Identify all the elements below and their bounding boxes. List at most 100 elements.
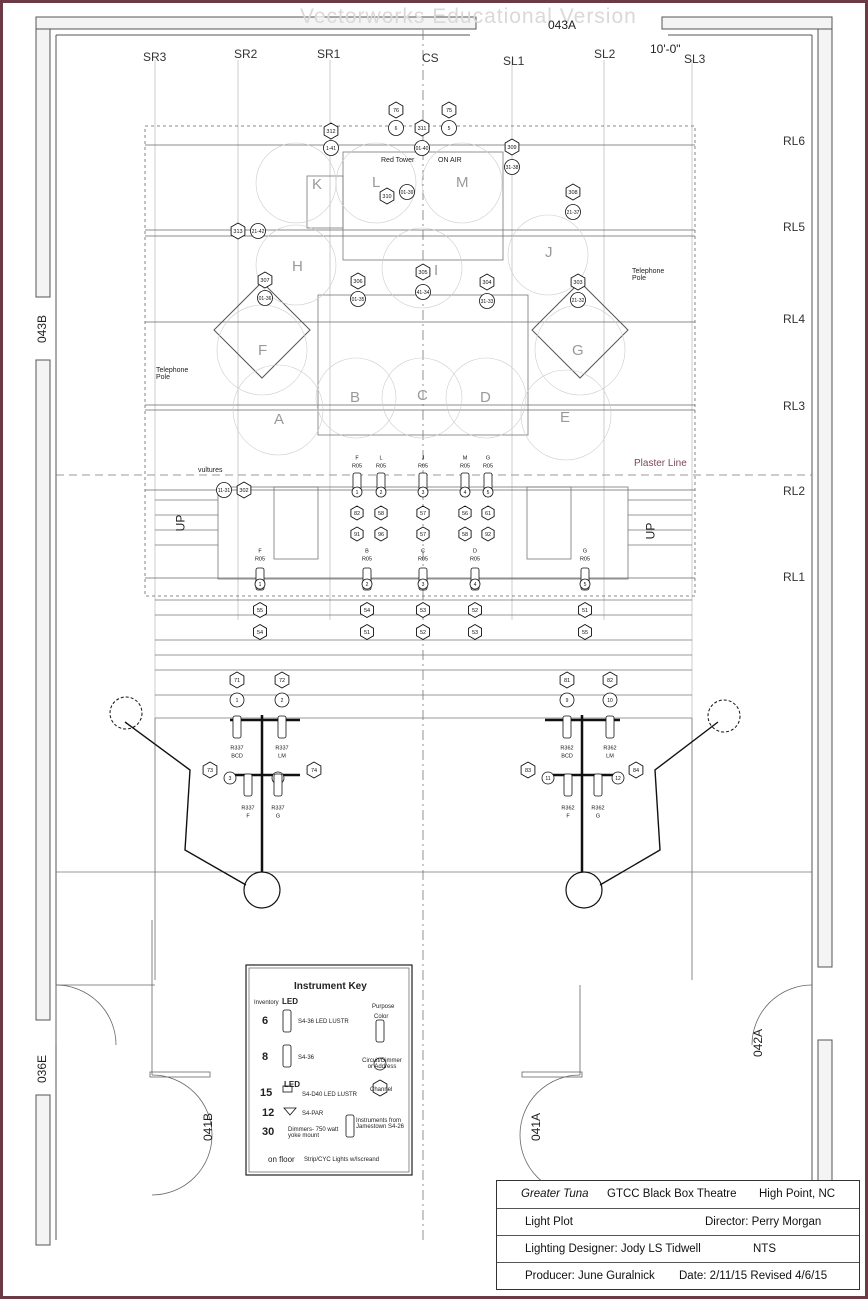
- rl2-unit-3-text: 4: [464, 490, 467, 496]
- upstage-ch-8-text: 307: [260, 278, 269, 284]
- rl1-color-1: R05: [362, 556, 372, 562]
- producer: Producer: June Guralnick: [525, 1270, 655, 1282]
- boom-left-ch-1-text: 72: [279, 678, 285, 684]
- lane-label-sl2: SL2: [594, 47, 616, 61]
- doors: [55, 920, 813, 1196]
- rl1-purpose-3: D: [473, 548, 477, 554]
- rl2-color-4: R05: [483, 463, 493, 469]
- boom-left-ch-0-text: 71: [234, 678, 240, 684]
- upstage-unit-8-text: 01-36: [259, 296, 272, 302]
- key-led-label: LED: [282, 997, 298, 1006]
- rl2-ch-a-4: [481, 505, 495, 521]
- rl1-unit-3-text: 4: [474, 582, 477, 588]
- upstage-ch-10-text: 305: [418, 270, 427, 276]
- rl1-ch-a-2: [416, 601, 430, 619]
- key-strip: Strip/CYC Lights w/Iscreand: [304, 1157, 380, 1163]
- rl1-purpose-2: C: [421, 548, 425, 554]
- boom-left-top-unit-1: [274, 692, 290, 708]
- lane-lines: [154, 60, 693, 980]
- room-label-left-top: 043B: [35, 314, 50, 344]
- upstage-ch-9-text: 306: [353, 279, 362, 285]
- rl1-unit-0-text: 1: [259, 582, 262, 588]
- key-sample-s4-36: [282, 1044, 292, 1068]
- rl1-color-4: R05: [580, 556, 590, 562]
- upstage-ch-0-text: 76: [393, 108, 399, 114]
- date: Date: 2/11/15 Revised 4/6/15: [679, 1270, 828, 1282]
- boom-left-top-unit-0-text: 1: [236, 698, 239, 704]
- rl1-ch-b-2-text: 52: [420, 630, 426, 636]
- rl1-ch-a-4: [578, 601, 592, 619]
- room-label-door-right: 041A: [529, 1112, 544, 1142]
- boom-left-instrument-3: [273, 773, 283, 797]
- rl2-ch-a-2-text: 57: [420, 511, 426, 517]
- upstage-unit-11: [479, 293, 495, 309]
- rl2-ch-a-0-text: 82: [354, 511, 360, 517]
- room-label-top: 043A: [548, 18, 577, 32]
- rl2-unit-3: [459, 486, 471, 498]
- power-arrows: [124, 721, 719, 886]
- rl1-ch-b-1: [360, 623, 374, 641]
- upstage-ch-2-text: 312: [326, 129, 335, 135]
- rl1-unit-0: [254, 578, 266, 590]
- rl2-unit-2-text: 3: [422, 490, 425, 496]
- side-towers: [213, 281, 629, 379]
- key-jamestown: Instruments from Jamestown S4-26: [356, 1118, 405, 1130]
- upstage-ch-9: [350, 272, 366, 290]
- dimension-label: 10'-0": [650, 42, 681, 56]
- area-b: B: [350, 389, 361, 406]
- boom-right-purpose-2: F: [566, 813, 570, 819]
- boom-right-ch-3-text: 84: [633, 768, 639, 774]
- key-desc-2: S4-36: [298, 1055, 315, 1061]
- upstage-ch-12-text: 303: [573, 280, 582, 286]
- room-label-right: 042A: [751, 1028, 766, 1058]
- row-label-rl6: RL6: [783, 134, 806, 148]
- upstage-unit-9-text: 01-35: [352, 297, 365, 303]
- key-circuit: Circuit/Dimmer or Address: [362, 1058, 402, 1070]
- upstage-unit-5: [399, 184, 415, 200]
- boom-right-instrument-0: [562, 715, 572, 739]
- rl1-ch-a-1: [360, 601, 374, 619]
- rl1-purpose-4: G: [583, 548, 587, 554]
- rl1-ch-a-4-text: 51: [582, 608, 588, 614]
- row-label-rl1: RL1: [783, 570, 806, 584]
- rl1-ch-a-1-text: 54: [364, 608, 370, 614]
- scale: NTS: [753, 1243, 776, 1255]
- boom-left-ch-0: [229, 671, 245, 689]
- rl2-color-2: R05: [418, 463, 428, 469]
- rl2-ch-b-0: [350, 526, 364, 542]
- rl2-unit-1: [375, 486, 387, 498]
- lane-label-sr2: SR2: [234, 47, 258, 61]
- boom-right-top-unit-0-text: 9: [566, 698, 569, 704]
- upstage-ch-4-text: 309: [507, 145, 516, 151]
- key-color: Color: [374, 1014, 389, 1020]
- upstage-ch-2: [323, 122, 339, 140]
- boom-right-unit-2: [541, 771, 555, 785]
- city: High Point, NC: [759, 1188, 836, 1200]
- boom-right-ch-1-text: 82: [607, 678, 613, 684]
- area-d: D: [480, 389, 491, 406]
- fixture-layer: FR0518291LR0525896JR0535757MR0545658GR05…: [202, 101, 644, 1138]
- director: Director: Perry Morgan: [705, 1216, 822, 1228]
- area-e: E: [560, 409, 571, 426]
- rl2-purpose-4: G: [486, 455, 490, 461]
- upstage-ch-10: [415, 263, 431, 281]
- rl1-ch-a-0-text: 55: [257, 608, 263, 614]
- boom-right-ch-3: [628, 761, 644, 779]
- room-label-door-left: 041B: [201, 1112, 216, 1142]
- rl2-ch-a-3: [458, 505, 472, 521]
- rl1-ch-b-1-text: 51: [364, 630, 370, 636]
- area-c: C: [417, 387, 428, 404]
- title-block: Greater Tuna GTCC Black Box Theatre High…: [496, 1180, 860, 1290]
- key-on-floor: on floor: [268, 1155, 295, 1164]
- boom-left-purpose-1: LM: [278, 753, 286, 759]
- vultures-label: vultures: [198, 467, 223, 474]
- upstage-ch-3: [414, 119, 430, 137]
- rl1-ch-b-3-text: 53: [472, 630, 478, 636]
- boom-right-color-2: R362: [561, 805, 574, 811]
- rl1-color-2: R05: [418, 556, 428, 562]
- boom-left-color-3: R337: [271, 805, 284, 811]
- rl1-color-3: R05: [470, 556, 480, 562]
- boom-right-purpose-0: BCD: [561, 753, 573, 759]
- boom-left-top-unit-1-text: 2: [281, 698, 284, 704]
